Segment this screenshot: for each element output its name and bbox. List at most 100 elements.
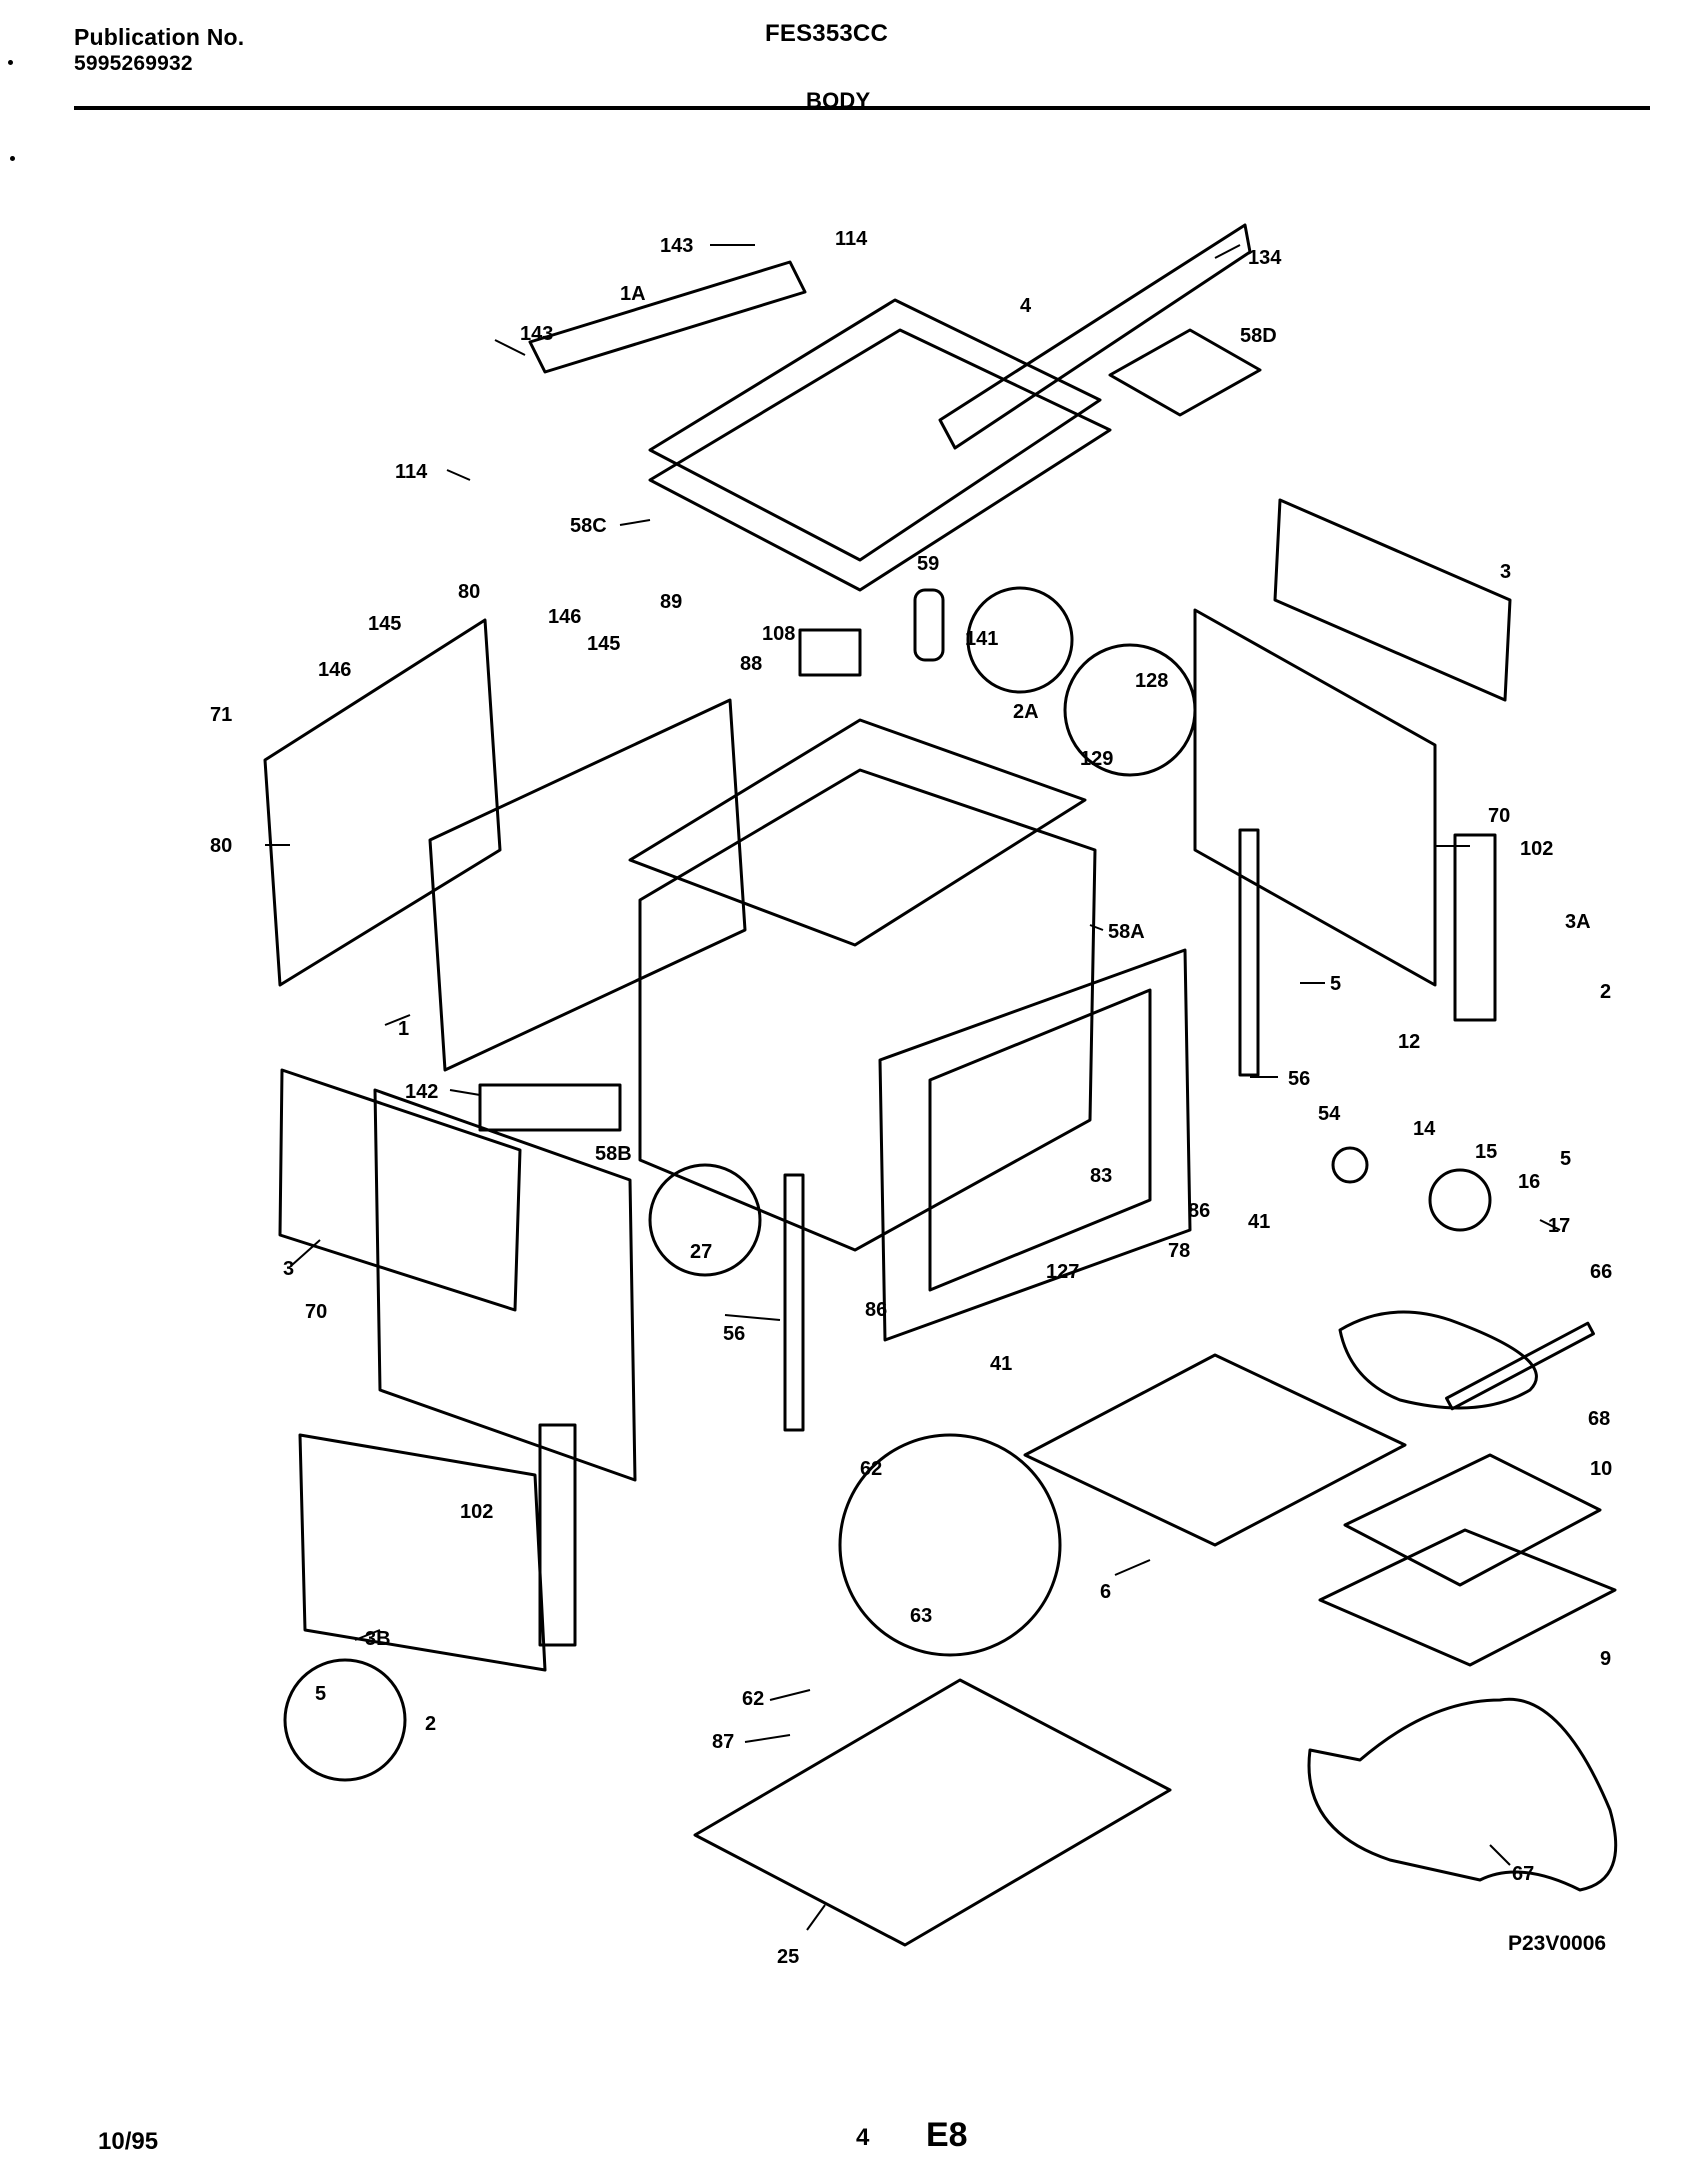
rear-vent-panel-134 (938, 223, 1252, 450)
callout-70: 70 (305, 1301, 327, 1323)
callout-114: 114 (835, 228, 868, 250)
callout-14: 14 (1413, 1118, 1436, 1140)
callout-143: 143 (660, 235, 693, 257)
callout-58b: 58B (595, 1143, 632, 1165)
callout-128: 128 (1135, 670, 1168, 692)
callout-141: 141 (965, 628, 998, 650)
callout-41: 41 (1248, 1211, 1270, 1233)
bracket-56-left (783, 1173, 805, 1432)
callout-142: 142 (405, 1081, 438, 1103)
callout-6: 6 (1100, 1581, 1111, 1603)
callout-102: 102 (460, 1501, 493, 1523)
publication-label: Publication No. (74, 24, 245, 50)
callout-134: 134 (1248, 247, 1282, 269)
rail-68 (1445, 1321, 1595, 1411)
bracket-102-left (538, 1423, 577, 1647)
callout-80: 80 (210, 835, 232, 857)
callout-108: 108 (762, 623, 795, 645)
callout-56: 56 (1288, 1068, 1310, 1090)
callout-4: 4 (1020, 295, 1032, 317)
callout-102: 102 (1520, 838, 1553, 860)
callout-41: 41 (990, 1353, 1012, 1375)
callout-16: 16 (1518, 1171, 1540, 1193)
callout-114: 114 (395, 461, 428, 483)
footer-date: 10/95 (98, 2128, 159, 2155)
callout-1a: 1A (620, 283, 646, 305)
callout-89: 89 (660, 591, 682, 613)
callout-2: 2 (1600, 981, 1611, 1003)
broil-pan-9 (1318, 1528, 1617, 1667)
callout-87: 87 (712, 1731, 734, 1753)
callout-1: 1 (398, 1018, 409, 1040)
callout-58a: 58A (1108, 921, 1145, 943)
footer-code: E8 (926, 2116, 968, 2154)
callout-5: 5 (1330, 973, 1341, 995)
callout-54: 54 (1318, 1103, 1341, 1125)
callout-62: 62 (860, 1458, 882, 1480)
back-panel-3 (1273, 498, 1512, 702)
callout-3b: 3B (365, 1628, 391, 1650)
callout-2a: 2A (1013, 701, 1039, 723)
footer-page-number: 4 (856, 2124, 870, 2151)
callout-3: 3 (1500, 561, 1511, 583)
callout-71: 71 (210, 704, 232, 726)
diagram-id: P23V0006 (1508, 1932, 1606, 1955)
callout-86: 86 (1188, 1200, 1210, 1222)
block-142 (478, 1083, 622, 1132)
callout-67: 67 (1512, 1863, 1534, 1885)
callout-2: 2 (425, 1713, 436, 1735)
callout-68: 68 (1588, 1408, 1610, 1430)
callout-146: 146 (548, 606, 581, 628)
callout-58d: 58D (1240, 325, 1277, 347)
callout-27: 27 (690, 1241, 712, 1263)
callout-62: 62 (742, 1688, 764, 1710)
callout-25: 25 (777, 1946, 799, 1968)
lower-panel-3 (278, 1068, 522, 1312)
inset-circle-141 (966, 586, 1074, 694)
callout-146: 146 (318, 659, 351, 681)
side-panel-70-left (373, 1088, 637, 1482)
tube-59 (913, 588, 945, 662)
bracket-56-right (1238, 828, 1260, 1077)
callout-129: 129 (1080, 748, 1113, 770)
oven-top-2a (628, 718, 1087, 947)
callout-143: 143 (520, 323, 553, 345)
callout-83: 83 (1090, 1165, 1112, 1187)
main-top-4 (648, 298, 1102, 562)
toe-kick-3b (298, 1433, 547, 1672)
callout-5: 5 (315, 1683, 326, 1705)
callout-78: 78 (1168, 1240, 1190, 1262)
publication-number: 5995269932 (74, 52, 193, 75)
callout-86: 86 (865, 1299, 887, 1321)
callout-145: 145 (587, 633, 620, 655)
inset-circle-62 (838, 1433, 1062, 1657)
bake-element-67 (1307, 1697, 1618, 1892)
callout-127: 127 (1046, 1261, 1079, 1283)
rear-panel-1a (528, 260, 807, 374)
callout-3: 3 (283, 1258, 294, 1280)
front-frame-1 (428, 698, 747, 1072)
callout-88: 88 (740, 653, 762, 675)
lamp-cover-16 (1428, 1168, 1492, 1232)
scan-speck (8, 60, 13, 65)
lamp-socket-54 (1331, 1146, 1369, 1184)
callout-56: 56 (723, 1323, 745, 1345)
callout-15: 15 (1475, 1141, 1497, 1163)
switch-108 (798, 628, 862, 677)
callout-59: 59 (917, 553, 939, 575)
bracket-102-right (1453, 833, 1497, 1022)
broil-element-66 (1338, 1310, 1538, 1410)
left-side-panel-71 (263, 618, 502, 987)
callout-9: 9 (1600, 1648, 1611, 1670)
callout-66: 66 (1590, 1261, 1612, 1283)
callout-labels: 143 114 134 1A 4 143 58D 114 58C 3 80 14… (210, 228, 1612, 1968)
callout-145: 145 (368, 613, 401, 635)
callout-3a: 3A (1565, 911, 1591, 933)
callout-58c: 58C (570, 515, 607, 537)
callout-5: 5 (1560, 1148, 1571, 1170)
callout-70: 70 (1488, 805, 1510, 827)
oven-cavity-58a (638, 768, 1097, 1252)
callout-12: 12 (1398, 1031, 1420, 1053)
scan-speck (10, 156, 15, 161)
